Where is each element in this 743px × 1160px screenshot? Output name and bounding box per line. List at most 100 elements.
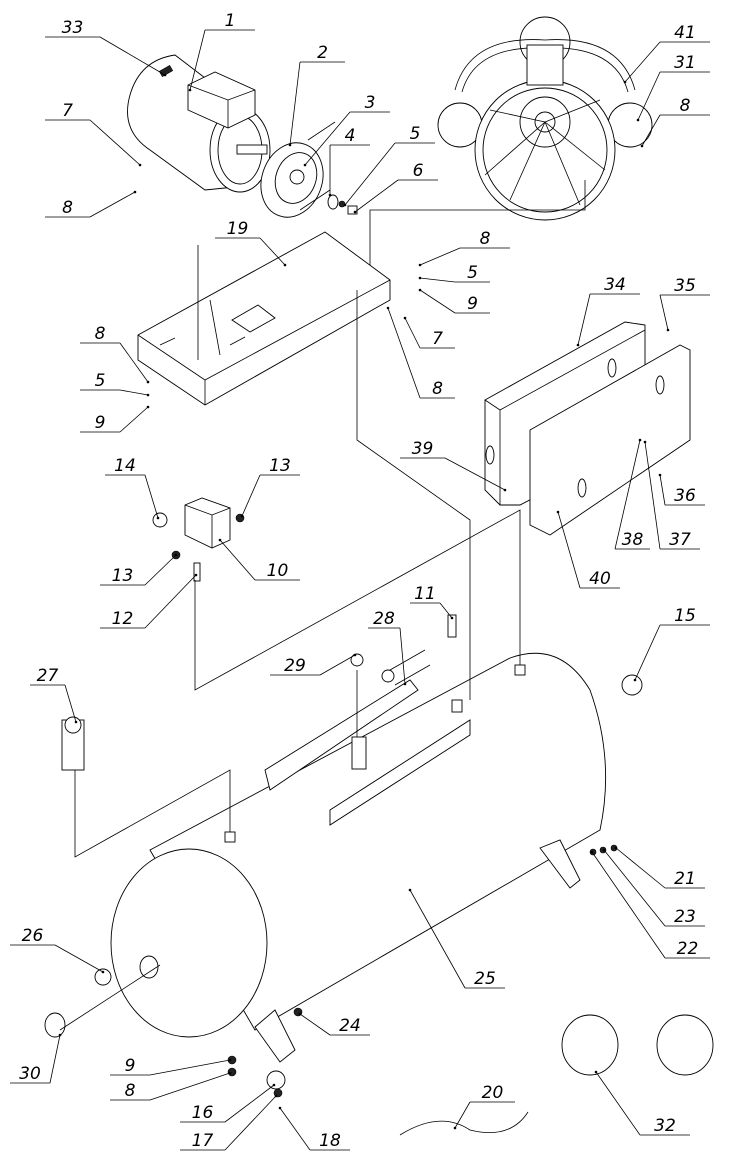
callout-19: 19: [215, 219, 287, 267]
leader-line: [615, 847, 705, 889]
callout-3: 3: [303, 93, 390, 167]
callout-label: 23: [674, 907, 696, 927]
callout-label: 19: [227, 219, 249, 239]
leader-line: [241, 474, 300, 517]
leader-dot: [633, 678, 637, 682]
leader-line: [45, 119, 141, 166]
callout-label: 26: [22, 926, 44, 946]
callout-5: 5: [343, 124, 435, 207]
callout-12: 12: [100, 573, 198, 629]
callout-34: 34: [576, 275, 640, 347]
callout-label: 38: [622, 530, 644, 550]
leader-dot: [272, 1083, 276, 1087]
leader-dot: [602, 848, 606, 852]
callout-10: 10: [218, 538, 300, 581]
leader-dot: [450, 616, 454, 620]
leader-line: [595, 1071, 690, 1136]
leader-line: [577, 293, 640, 346]
callout-4: 4: [328, 126, 370, 197]
pressure-switch: [152, 497, 245, 582]
leader-line: [180, 1095, 277, 1151]
callout-label: 18: [319, 1131, 341, 1151]
leader-dot: [594, 1070, 598, 1074]
callout-25: 25: [408, 888, 505, 989]
callout-label: 30: [19, 1064, 41, 1084]
callout-label: 24: [339, 1016, 361, 1036]
callout-17: 17: [180, 1094, 278, 1151]
leader-dot: [218, 538, 222, 542]
callout-label: 10: [267, 561, 289, 581]
leader-dot: [453, 1126, 457, 1130]
leader-dot: [408, 888, 412, 892]
callout-23: 23: [602, 848, 705, 927]
leader-line: [368, 627, 406, 685]
callout-2: 2: [288, 43, 345, 147]
leader-dot: [658, 473, 662, 477]
callout-label: 1: [225, 11, 236, 31]
callout-8: 8: [110, 1071, 232, 1101]
motor-base-plate: [137, 231, 391, 406]
leader-dot: [303, 163, 307, 167]
leader-dot: [353, 653, 357, 657]
leader-line: [419, 289, 490, 314]
callout-label: 8: [680, 96, 691, 116]
leader-line: [354, 179, 438, 213]
leader-line: [100, 574, 197, 629]
leader-dot: [156, 516, 160, 520]
callout-label: 5: [467, 263, 478, 283]
callout-13: 13: [100, 553, 178, 586]
callout-label: 3: [365, 93, 376, 113]
callout-label: 13: [269, 456, 291, 476]
callout-label: 25: [474, 969, 496, 989]
callout-6: 6: [353, 161, 438, 214]
leader-dot: [101, 970, 105, 974]
leader-dot: [623, 80, 627, 84]
leader-line: [279, 1107, 350, 1151]
tank-bracket: [264, 679, 471, 826]
leader-line: [659, 474, 705, 506]
callout-7: 7: [45, 101, 142, 167]
leader-line: [404, 317, 455, 349]
callout-8: 8: [45, 190, 137, 218]
leader-line: [270, 654, 356, 676]
leader-line: [110, 1072, 231, 1101]
assembly-lines: [59, 180, 586, 1031]
callout-15: 15: [633, 606, 710, 682]
leader-line: [10, 944, 104, 973]
callout-label: 9: [125, 1056, 136, 1076]
callout-36: 36: [658, 473, 705, 506]
callout-13: 13: [240, 456, 300, 518]
callout-26: 26: [10, 926, 105, 974]
callout-label: 9: [95, 413, 106, 433]
callout-33: 33: [45, 18, 167, 77]
callout-label: 35: [674, 276, 696, 296]
leader-dot: [240, 514, 244, 518]
callout-label: 28: [373, 609, 395, 629]
leader-dot: [640, 144, 644, 148]
callout-8: 8: [80, 324, 150, 384]
leader-dot: [278, 1106, 282, 1110]
leader-line: [289, 61, 345, 146]
callout-24: 24: [298, 1012, 370, 1036]
callout-label: 33: [62, 18, 84, 38]
leader-dot: [418, 276, 422, 280]
leader-line: [30, 684, 77, 723]
callout-21: 21: [614, 846, 705, 889]
callout-11: 11: [410, 584, 454, 620]
callout-label: 11: [414, 584, 436, 604]
leader-dot: [636, 118, 640, 122]
leader-dot: [188, 88, 192, 92]
callout-label: 29: [284, 656, 306, 676]
leader-line: [634, 624, 710, 681]
callout-9: 9: [80, 405, 150, 433]
callout-30: 30: [10, 1033, 62, 1084]
leader-dot: [638, 438, 642, 442]
leader-line: [614, 439, 650, 550]
compressor-pump: [437, 16, 653, 221]
callout-8: 8: [418, 229, 510, 267]
callout-label: 13: [112, 566, 134, 586]
leader-dot: [576, 343, 580, 347]
callout-label: 31: [674, 53, 696, 73]
leader-dot: [146, 405, 150, 409]
